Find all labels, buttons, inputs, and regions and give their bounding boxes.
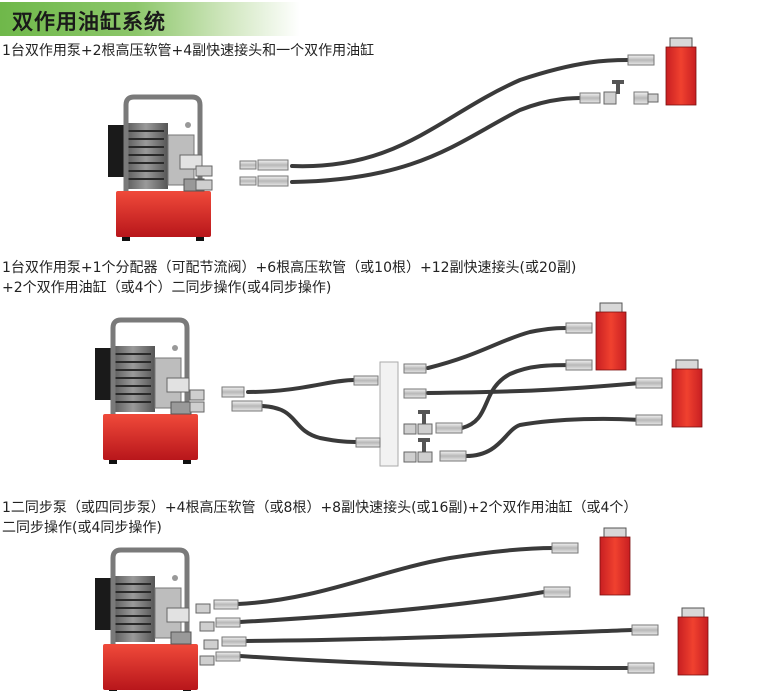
- cylinder-3a: [599, 527, 631, 596]
- title-banner: 双作用油缸系统: [0, 2, 300, 36]
- hoses-1: [290, 58, 630, 184]
- section-2-description-line2: +2个双作用油缸（或4个）二同步操作(或4同步操作): [2, 280, 332, 296]
- cylinder-2b: [671, 359, 703, 428]
- section-3-description-line2: 二同步操作(或4同步操作): [2, 520, 162, 536]
- hoses-2: [246, 326, 642, 458]
- section-1-description: 1台双作用泵+2根高压软管+4副快速接头和一个双作用油缸: [2, 43, 375, 59]
- pump-unit-2: [95, 320, 198, 464]
- page-title: 双作用油缸系统: [12, 10, 166, 34]
- section-3-description-line1: 1二同步泵（或四同步泵）+4根高压软管（或8根）+8副快速接头(或16副)+2个…: [2, 500, 638, 516]
- cylinder-1: [665, 37, 697, 106]
- couplers-1: [195, 54, 659, 191]
- pump-unit-3: [95, 550, 198, 691]
- section-2-description-line1: 1台双作用泵+1个分配器（可配节流阀）+6根高压软管（或10根）+12副快速接头…: [2, 260, 577, 276]
- cylinder-2a: [595, 302, 627, 371]
- couplers-3: [195, 542, 659, 674]
- hoses-3: [236, 546, 634, 670]
- section-2-diagram: [95, 302, 703, 467]
- section-1-diagram: [108, 37, 697, 241]
- section-3-diagram: [95, 527, 709, 691]
- cylinder-3b: [677, 607, 709, 676]
- distributor-block: [379, 361, 399, 467]
- couplers-2: [189, 322, 663, 463]
